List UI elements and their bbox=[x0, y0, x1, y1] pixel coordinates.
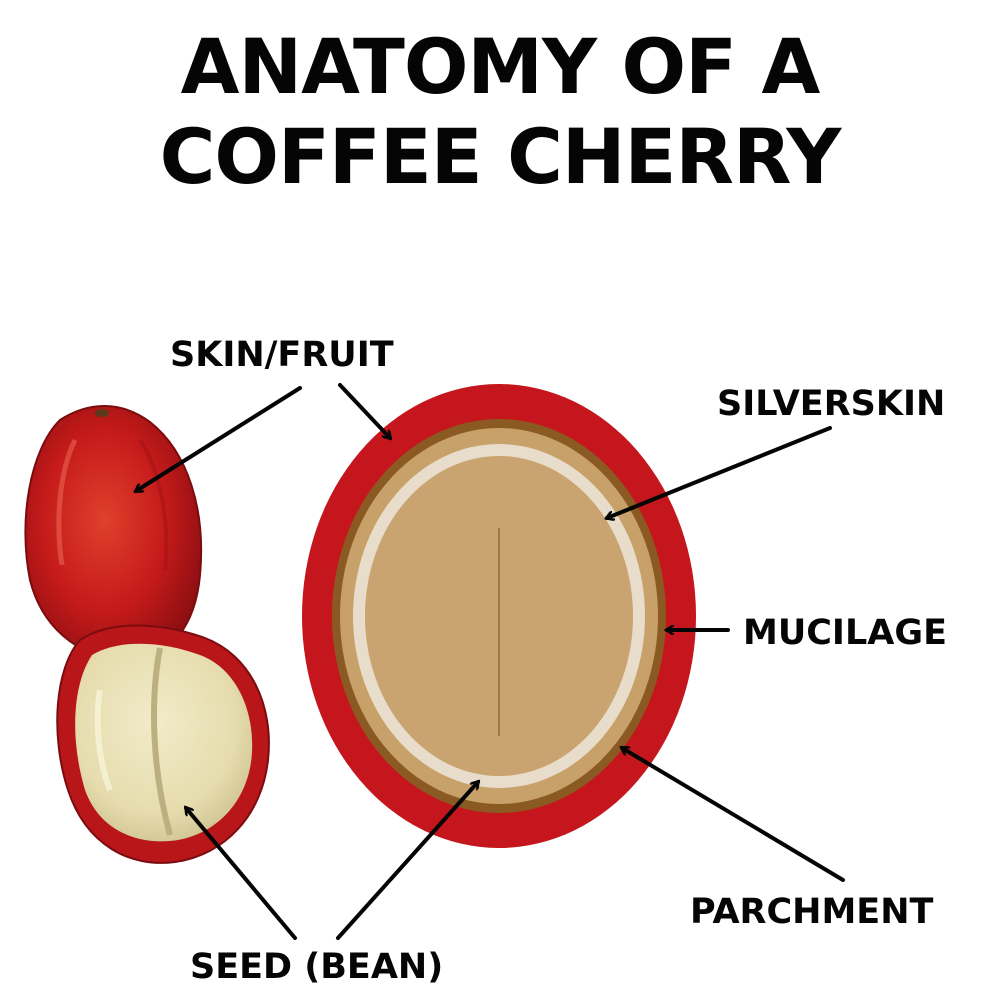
label-mucilage: MUCILAGE bbox=[743, 613, 947, 653]
cherry-photo bbox=[25, 406, 269, 863]
label-silverskin: SILVERSKIN bbox=[717, 384, 945, 424]
arrow-parchment bbox=[622, 748, 843, 880]
cherry-bottom-half bbox=[57, 626, 269, 863]
label-seed-bean: SEED (BEAN) bbox=[190, 947, 443, 987]
label-parchment: PARCHMENT bbox=[690, 892, 933, 932]
label-skin-fruit: SKIN/FRUIT bbox=[170, 335, 394, 375]
cherry-top-half bbox=[25, 406, 201, 661]
arrow-skin-to-section bbox=[340, 385, 390, 438]
cross-section bbox=[302, 384, 696, 848]
